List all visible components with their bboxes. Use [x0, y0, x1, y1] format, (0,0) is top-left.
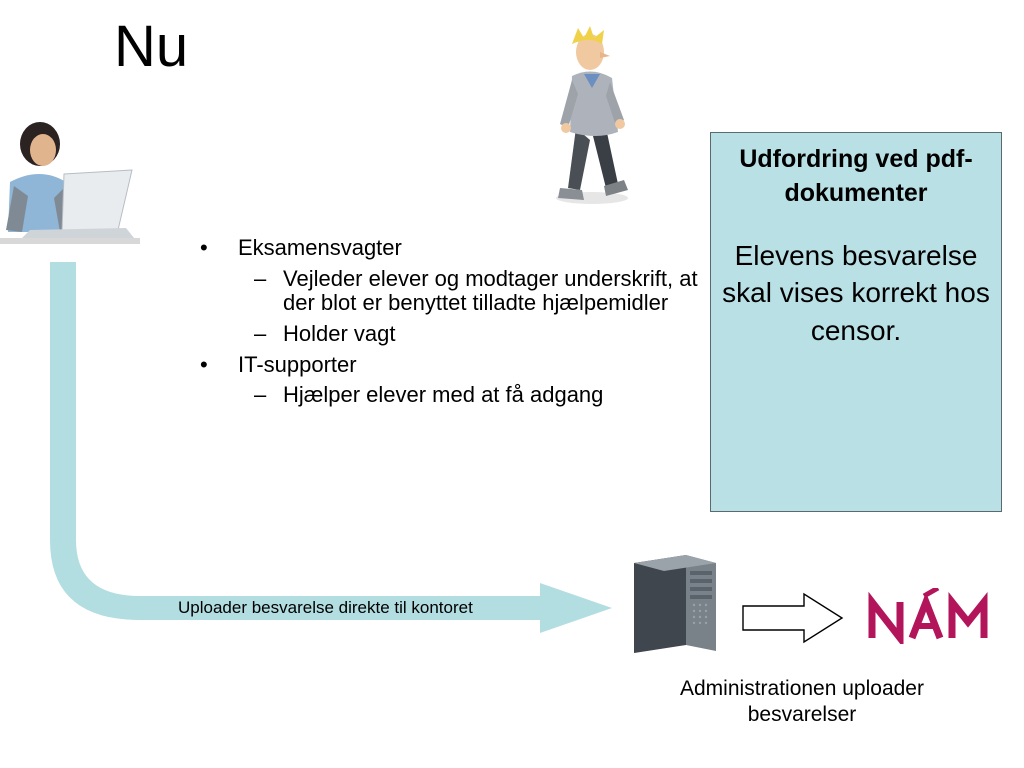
bullet-item: Eksamensvagter — [200, 235, 710, 261]
server-icon — [634, 555, 716, 653]
student-laptop-photo — [0, 112, 140, 244]
callout-body: Elevens besvarelse skal vises korrekt ho… — [722, 239, 990, 347]
bullet-list: Eksamensvagter Vejleder elever og modtag… — [200, 235, 710, 414]
sub-bullet-item: Holder vagt — [200, 321, 710, 347]
upload-label: Uploader besvarelse direkte til kontoret — [178, 598, 473, 617]
walking-man-illustration — [556, 26, 628, 204]
admin-label: Administrationen uploader besvarelser — [680, 677, 924, 726]
outline-arrow-icon — [742, 592, 844, 644]
challenge-callout-box: Udfordring ved pdf-dokumenter Elevens be… — [710, 132, 1002, 512]
callout-heading: Udfordring ved pdf-dokumenter — [739, 145, 973, 207]
slide-title: Nu — [114, 14, 189, 79]
sub-bullet-item: Hjælper elever med at få adgang — [200, 382, 710, 408]
bullet-item: IT-supporter — [200, 352, 710, 378]
nam-logo — [866, 585, 994, 649]
sub-bullet-item: Vejleder elever og modtager underskrift,… — [200, 266, 710, 316]
